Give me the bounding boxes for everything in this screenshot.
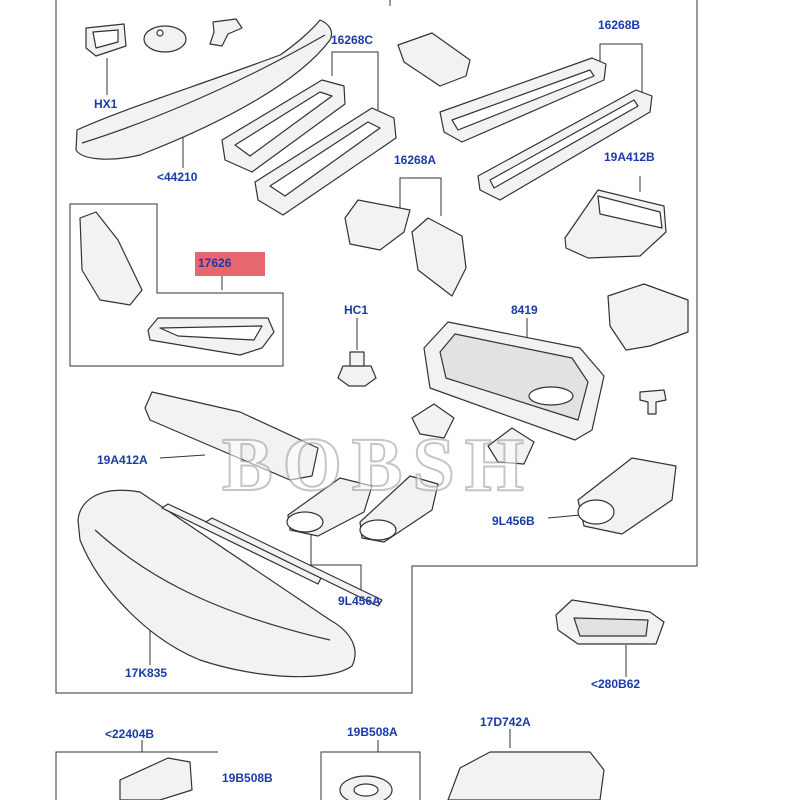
clip-hc1-head [349,351,365,367]
push-rivet-part [209,18,243,47]
label-hc1: HC1 [344,303,369,317]
label-9l456a: 9L456A [338,594,381,608]
grille-badge-icon [528,386,574,406]
insert-19a412b-detail [597,195,663,229]
label-16268a: 16268A [394,153,437,167]
roof-spoiler-part [75,19,333,160]
side-bracket-part [607,283,689,351]
screw-part [639,389,667,415]
sill-16268b-upper-detail [451,69,595,131]
label-280b62: <280B62 [591,677,641,691]
bracket-part [397,32,471,87]
exhaust-tip-left-opening [286,511,324,533]
lower-grille-19a412a-part [144,391,319,481]
label-19a412b: 19A412B [604,150,655,164]
inset-side-piece-part [79,211,143,306]
label-16268c: 16268C [331,33,374,47]
label-17626: 17626 [198,256,232,270]
bottom-left-frame [55,751,218,800]
front-bumper-part [77,489,356,678]
clip-hx1-detail [92,29,119,49]
mirror-cap-17d742a-part [447,751,605,800]
bracket-16268a-right-part [411,217,467,297]
label-9l456b: 9L456B [492,514,535,528]
label-19b508a: 19B508A [347,725,398,739]
washer-part [143,25,187,53]
front-bumper-edge [94,529,331,641]
packet-left-part [411,403,455,439]
label-22404b: <22404B [105,727,155,741]
label-16268b: 16268B [598,18,641,32]
side-vent-mesh [573,617,649,637]
tape-roll-core [353,783,379,797]
roof-spoiler-edge [81,34,326,144]
trim-16268c-upper-detail [234,91,333,157]
label-17d742a: 17D742A [480,715,531,729]
washer-hole-icon [156,29,164,37]
inset-frame [69,203,284,367]
bracket-16268a-left-part [344,199,411,251]
label-44210: <44210 [157,170,198,184]
label-19a412a: 19A412A [97,453,148,467]
exhaust-tip-9l456b-opening [577,499,615,525]
main-frame [55,0,698,694]
sill-16268b-lower-detail [489,99,639,189]
label-8419: 8419 [511,303,538,317]
highlight-box [195,252,265,276]
clip-hc1-part [337,365,377,387]
inset-trim-17626-detail [159,325,263,341]
trim-strip-lower-part [205,517,383,607]
bracket-22404b-part [119,757,193,800]
watermark: BOBSH [221,422,534,508]
leader-lines [106,43,643,752]
packet-right-part [487,427,535,465]
label-19b508b: 19B508B [222,771,273,785]
label-hx1: HX1 [94,97,118,111]
label-17k835: 17K835 [125,666,168,680]
bottom-center-frame [320,751,421,800]
trim-16268c-lower-detail [269,121,381,197]
exhaust-tip-right-opening [359,519,397,541]
